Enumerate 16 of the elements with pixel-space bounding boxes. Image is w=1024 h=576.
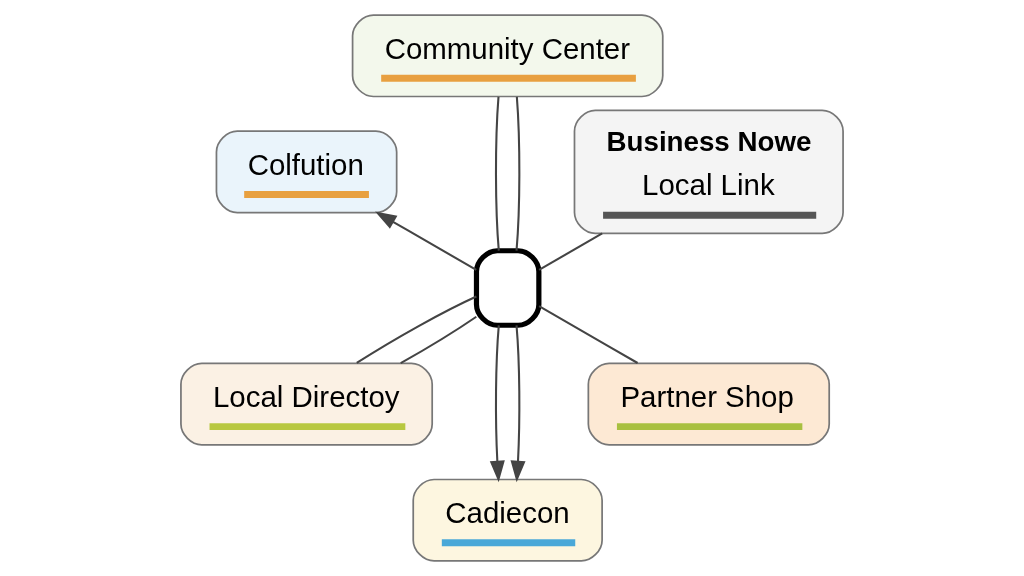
connector (400, 315, 477, 365)
connector (494, 96, 500, 251)
node-box: Colfution (215, 130, 398, 214)
arrow (510, 325, 526, 483)
node-box: Partner Shop (587, 362, 831, 446)
node-box: Business Nowe Local Link (573, 109, 844, 235)
node-box: Cadiecon (412, 478, 603, 562)
node-box (473, 248, 542, 328)
node-box: Local Directoy (180, 362, 434, 446)
connector (538, 305, 639, 364)
arrow (375, 211, 477, 271)
connector (538, 232, 603, 271)
arrow (489, 325, 505, 483)
connector (515, 96, 521, 251)
connector (356, 295, 477, 364)
node-box: Community Center (351, 14, 664, 98)
